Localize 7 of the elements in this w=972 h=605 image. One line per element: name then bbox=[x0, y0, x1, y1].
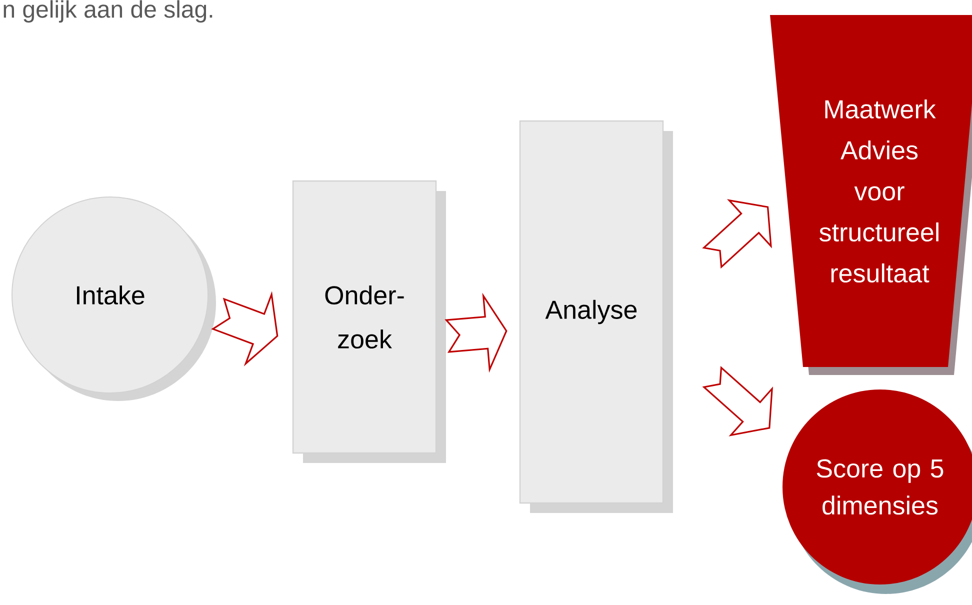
circle-node: Score op 5 dimensies bbox=[782, 389, 972, 594]
circle-node: Intake bbox=[12, 196, 216, 401]
trapezoid-box: Maatwerk Advies voor structureel resultaat bbox=[770, 15, 972, 375]
process-box: Onder-zoek bbox=[292, 180, 446, 463]
block-arrow bbox=[444, 292, 508, 373]
process-box: Analyse bbox=[519, 120, 673, 513]
caption-text: n gelijk aan de slag. bbox=[4, 0, 212, 23]
